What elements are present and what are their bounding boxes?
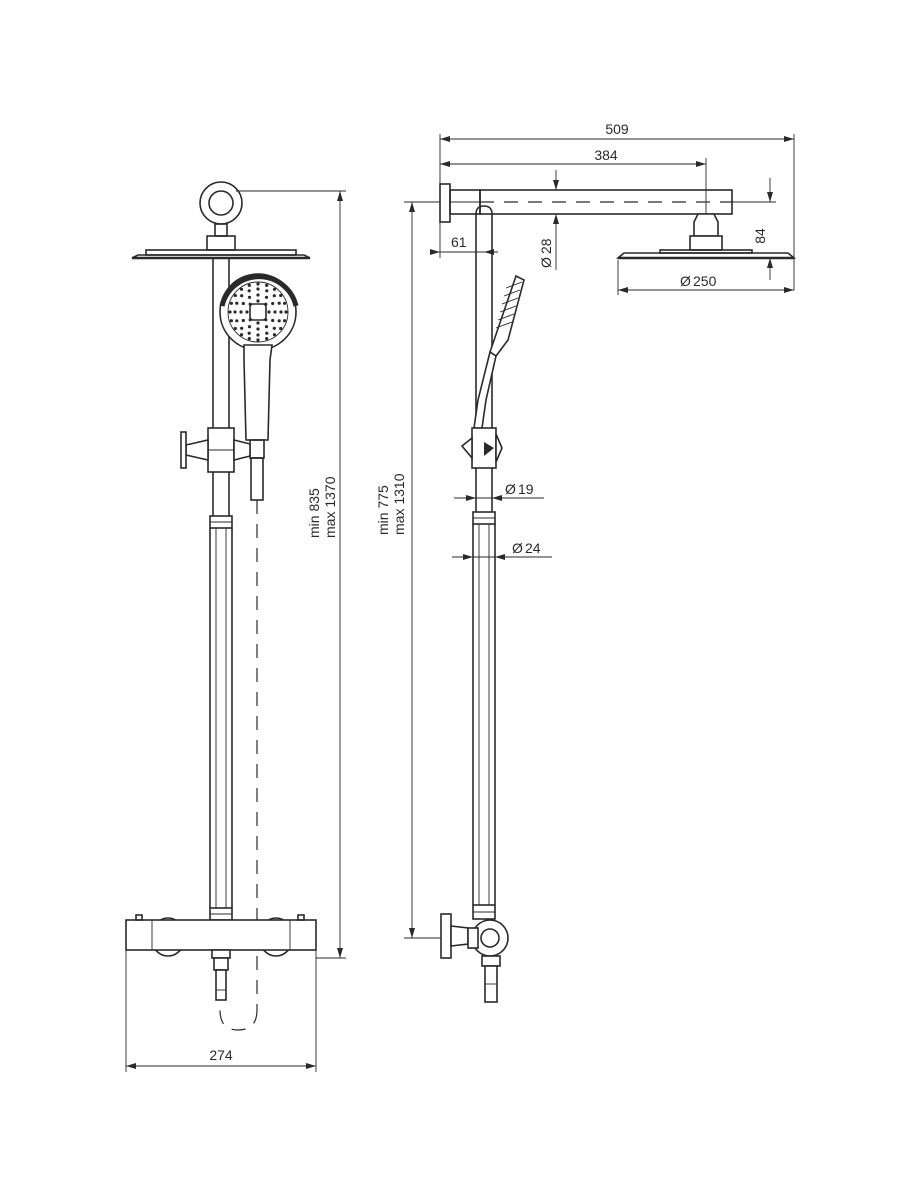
nozzle-dot [247, 325, 252, 329]
nozzle-dot [284, 310, 288, 314]
nozzle-dot [247, 289, 251, 293]
dim-arm-length: 509 [439, 121, 795, 290]
nozzle-dot [239, 333, 244, 337]
diameter-symbol-19: Ø [505, 481, 516, 497]
nozzle-dot [233, 326, 237, 331]
nozzle-dot [273, 310, 277, 314]
nozzle-dot [264, 325, 269, 329]
dim-arm-projection: 384 [440, 147, 707, 214]
side-view: 509 384 84 Ø 250 [375, 121, 797, 1003]
top-bracket-ring [199, 181, 243, 251]
nozzle-dot [247, 283, 251, 287]
thermostatic-mixer [125, 914, 317, 1001]
nozzle-dot [265, 283, 269, 287]
nozzle-dot [256, 321, 260, 325]
nozzle-dot [264, 295, 269, 299]
side-slider [460, 427, 503, 469]
nozzle-dot [267, 310, 271, 314]
nozzle-dot [272, 333, 277, 337]
wall-offset-label: 61 [451, 234, 467, 250]
diameter-symbol-28: Ø [538, 257, 554, 268]
nozzle-dot [272, 287, 277, 291]
arm-projection-label: 384 [594, 147, 618, 163]
front-height-max-label: max 1370 [322, 476, 338, 538]
nozzle-dot [247, 295, 252, 299]
hand-shower-nozzles [228, 282, 288, 342]
pipe-diameter-top-label: 28 [538, 238, 554, 254]
shower-arm [479, 189, 733, 215]
slider-holder [180, 427, 251, 473]
nozzle-dot [247, 331, 251, 335]
arm-length-label: 509 [605, 121, 629, 137]
nozzle-dot [245, 310, 249, 314]
nozzle-dot [229, 301, 233, 305]
nozzle-dot [235, 319, 239, 323]
nozzle-dot [233, 293, 237, 298]
nozzle-dot [283, 319, 287, 323]
nozzle-dot [272, 294, 276, 298]
front-height-min-label: min 835 [306, 488, 322, 538]
dim-head-drop: 84 [732, 178, 794, 280]
rail-diameter-upper-label: 19 [518, 481, 534, 497]
nozzle-dot [265, 337, 269, 341]
side-height-min-label: min 775 [375, 485, 391, 535]
nozzle-dot [247, 337, 251, 341]
nozzle-dot [256, 287, 260, 291]
nozzle-dot [283, 301, 287, 305]
nozzle-dot [241, 301, 245, 306]
dim-rail-diameter-upper: Ø 19 [454, 481, 544, 501]
rail-diameter-lower-label: 24 [525, 540, 541, 556]
nozzle-dot [229, 319, 233, 323]
nozzle-dot [279, 293, 283, 298]
head-drop-label: 84 [752, 228, 768, 244]
nozzle-dot [239, 287, 244, 291]
side-height-max-label: max 1310 [391, 473, 407, 535]
nozzle-dot [256, 327, 260, 331]
nozzle-dot [277, 301, 281, 305]
nozzle-dot [256, 293, 260, 297]
nozzle-dot [235, 301, 239, 305]
hand-shower [219, 273, 299, 501]
dim-wall-offset: 61 [430, 222, 498, 258]
nozzle-dot [240, 294, 244, 298]
nozzle-dot [239, 310, 243, 314]
nozzle-dot [256, 282, 260, 286]
front-view: 274 min 835 max 1370 [125, 181, 346, 1072]
nozzle-dot [272, 326, 276, 330]
head-diameter-label: 250 [693, 273, 717, 289]
nozzle-dot [277, 319, 281, 323]
dim-side-height: min 775 max 1310 [375, 201, 441, 939]
dim-head-diameter: Ø 250 [617, 260, 794, 295]
dim-rail-diameter-lower: Ø 24 [452, 540, 552, 560]
side-hand-shower [473, 274, 525, 429]
nozzle-dot [279, 310, 283, 314]
nozzle-dot [256, 333, 260, 337]
nozzle-dot [233, 310, 237, 314]
side-riser [472, 205, 496, 920]
width-label: 274 [209, 1047, 233, 1063]
front-dimension-height: min 835 max 1370 [236, 190, 346, 959]
front-dimension-width: 274 [125, 950, 317, 1072]
nozzle-dot [265, 289, 269, 293]
side-mixer [440, 913, 509, 1003]
nozzle-dot [240, 326, 244, 330]
overhead-shower-head [131, 249, 311, 260]
nozzle-dot [271, 301, 275, 306]
nozzle-dot [271, 318, 275, 323]
nozzle-dot [265, 331, 269, 335]
wall-flange [439, 183, 481, 223]
nozzle-dot [256, 299, 260, 303]
nozzle-dot [256, 338, 260, 342]
diameter-symbol-250: Ø [680, 273, 691, 289]
diameter-symbol-24: Ø [512, 540, 523, 556]
dim-pipe-diameter-top: Ø 28 [538, 170, 559, 270]
nozzle-dot [241, 318, 245, 323]
nozzle-dot [228, 310, 232, 314]
riser-rail [209, 258, 233, 921]
nozzle-dot [279, 326, 283, 331]
hose-path [219, 500, 258, 1031]
